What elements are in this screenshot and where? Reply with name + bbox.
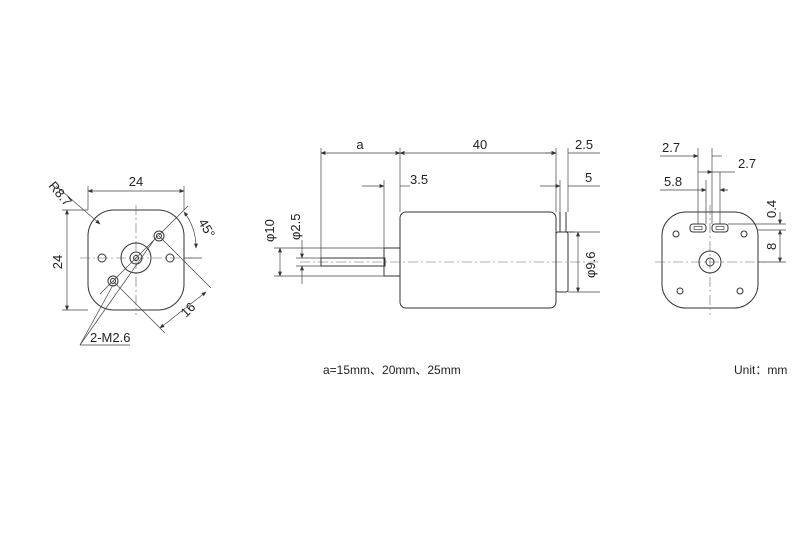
front-hub-outer	[120, 242, 152, 274]
front-boss-right	[165, 253, 175, 263]
front-width-label: 24	[129, 174, 143, 189]
rear-terminal-right	[711, 223, 729, 233]
front-view: 24 24 R8.7 45° 16 2-M2.6	[46, 174, 218, 346]
radius-label: R8.7	[46, 178, 75, 209]
dim-27a-label: 2.7	[662, 140, 680, 155]
unit-note: Unit：mm	[734, 363, 787, 377]
rear-hole-tl	[672, 230, 680, 238]
front-boss-left	[97, 253, 107, 263]
shaft-dia-label: φ2.5	[288, 213, 303, 240]
rear-hub-outer	[698, 250, 722, 274]
body-dia-label: φ10	[262, 219, 277, 242]
dim-04-label: 0.4	[764, 200, 779, 218]
front-diagonal-line	[99, 205, 189, 295]
side-motor-body	[399, 211, 557, 309]
mounting-hole-upper	[153, 230, 165, 242]
rear-hub-inner	[705, 257, 715, 267]
radius-leader	[55, 185, 101, 225]
rear-hole-br	[736, 287, 744, 295]
body-len-label: 40	[473, 137, 487, 152]
a-values-note: a=15mm、20mm、25mm	[323, 363, 461, 377]
diag-label: 16	[178, 299, 199, 320]
term-label: 5	[585, 170, 592, 185]
angle-arc	[183, 211, 199, 249]
front-height-label: 24	[50, 255, 65, 269]
mounting-hole-upper-core	[156, 233, 162, 239]
side-view: a 40 2.5 3.5 5 φ10 φ2.5 φ9.6	[262, 137, 600, 309]
rear-label: 2.5	[575, 137, 593, 152]
rear-view: 2.7 2.7 5.8 0.4 8	[655, 140, 786, 315]
collar-label: 3.5	[410, 172, 428, 187]
rear-hole-bl	[676, 287, 684, 295]
diag-dim-line	[159, 291, 207, 329]
dim-27b-label: 2.7	[738, 156, 756, 171]
a-label: a	[356, 137, 364, 152]
holes-label: 2-M2.6	[90, 330, 130, 345]
dim-58-label: 5.8	[664, 174, 682, 189]
rear-hole-tr	[740, 230, 748, 238]
angle-label: 45°	[195, 216, 218, 241]
side-shaft	[320, 257, 386, 267]
front-shaft	[133, 255, 139, 261]
front-hub-inner	[129, 251, 143, 265]
rear-dia-label: φ9.6	[583, 251, 598, 278]
dim-8-label: 8	[764, 243, 779, 250]
rear-terminal-left	[689, 223, 707, 233]
mounting-hole-lower-core	[110, 278, 116, 284]
mounting-hole-lower	[107, 275, 119, 287]
